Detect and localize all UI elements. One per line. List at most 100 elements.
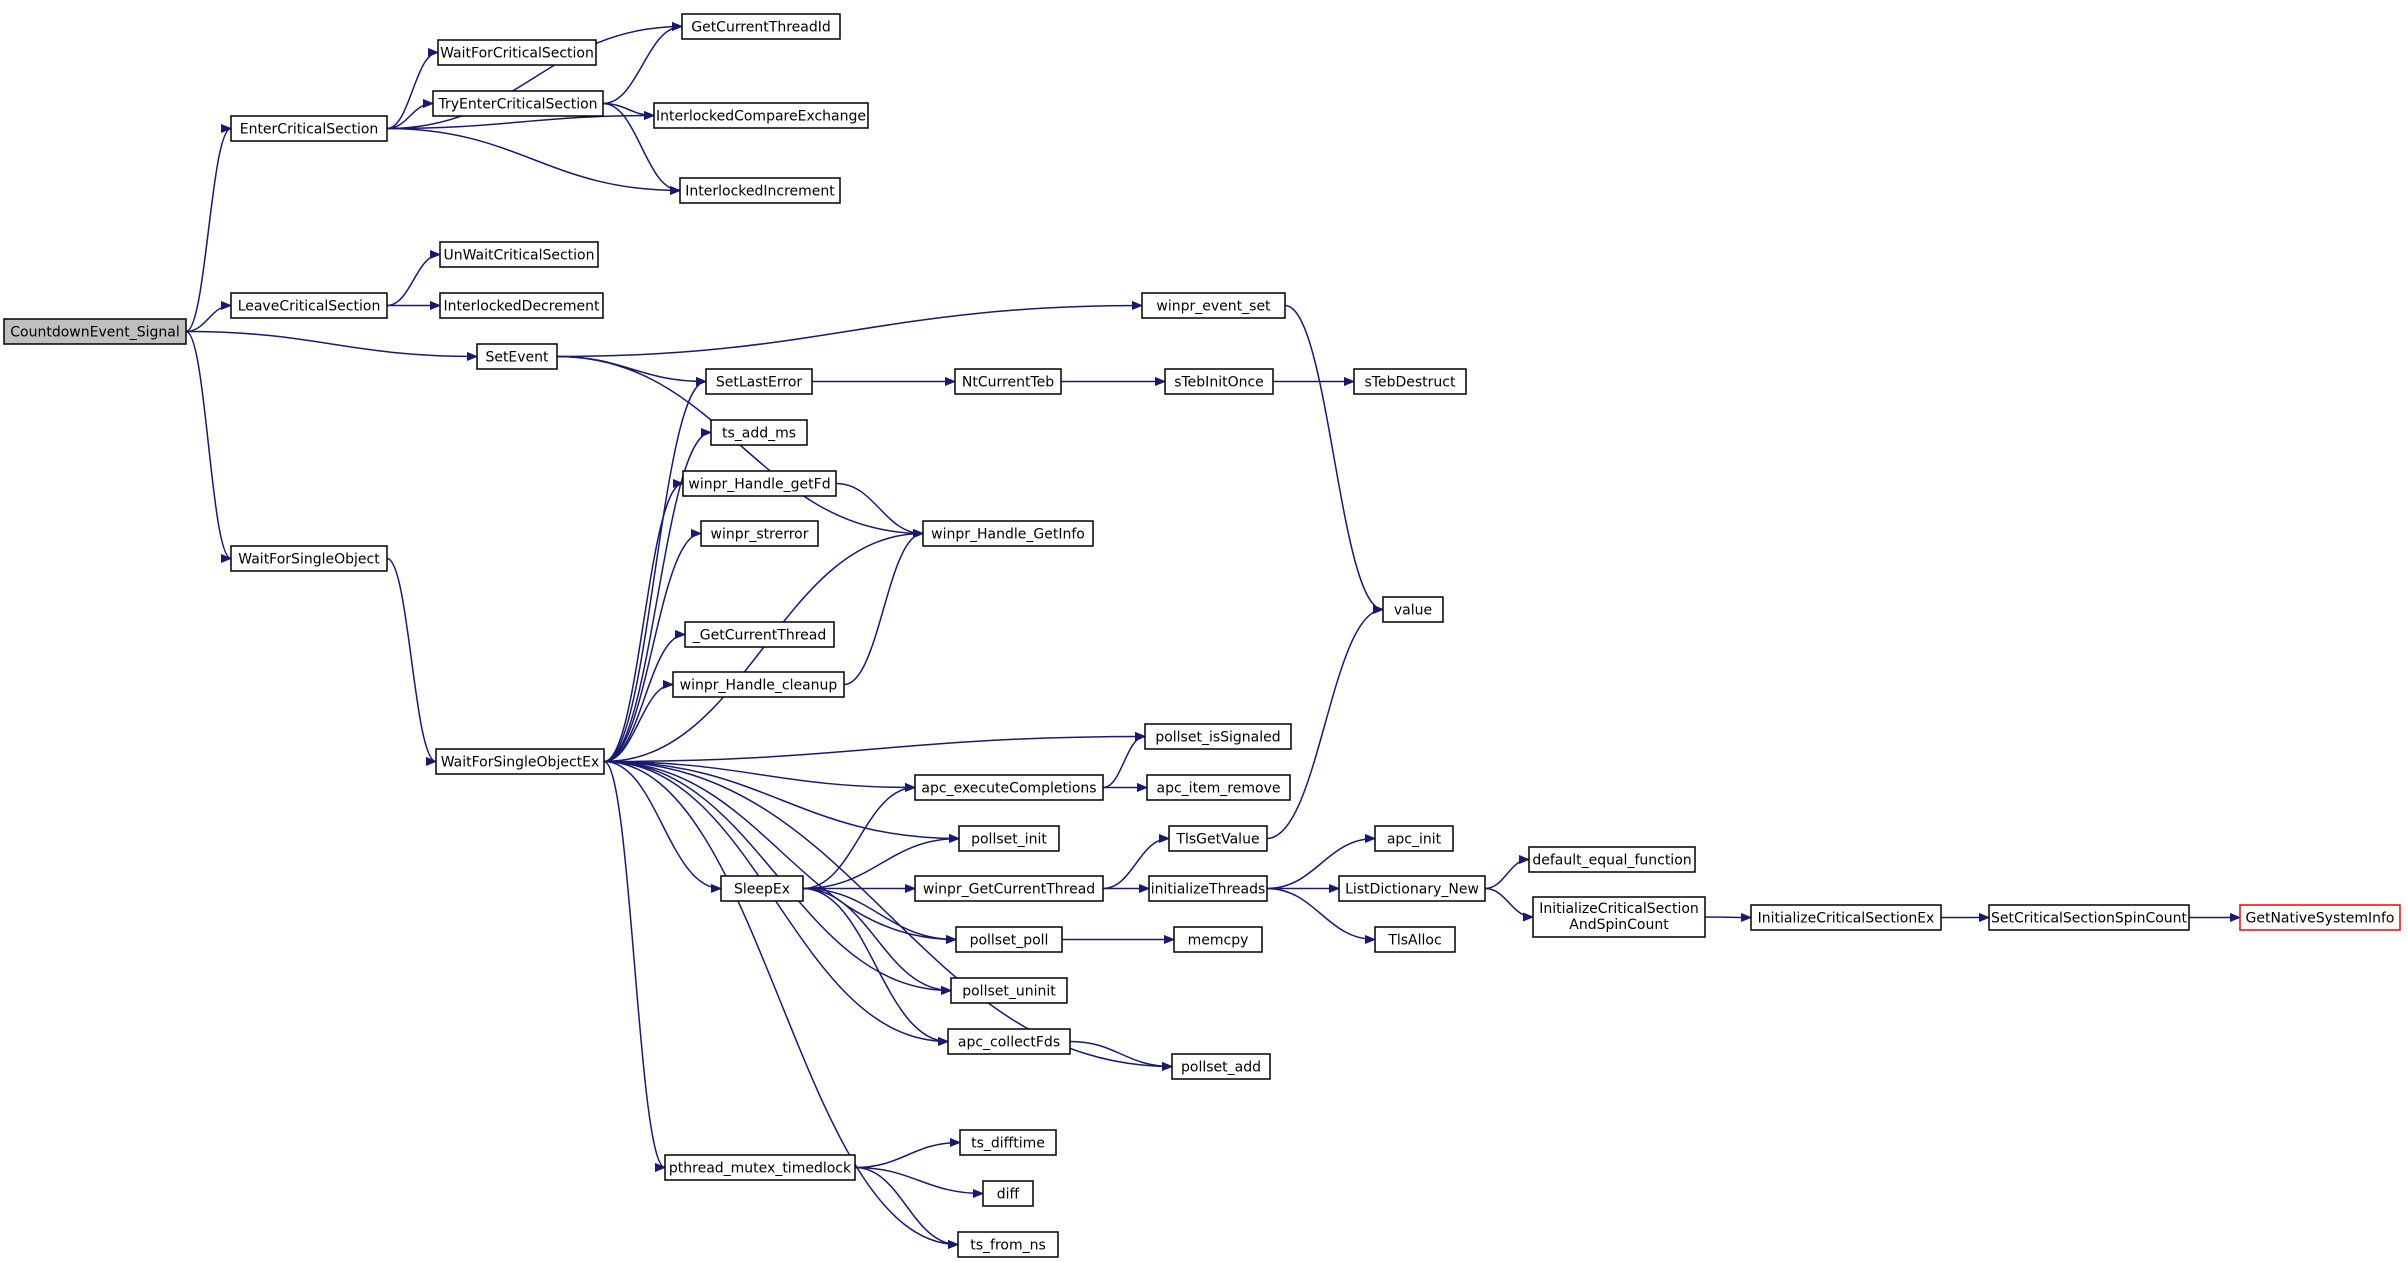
node-enter[interactable]: EnterCriticalSection <box>230 115 388 142</box>
node-box <box>432 90 604 117</box>
node-scssc[interactable]: SetCriticalSectionSpinCount <box>1988 904 2190 931</box>
node-tsfns[interactable]: ts_from_ns <box>957 1231 1059 1258</box>
node-box <box>1141 292 1286 319</box>
edge-wfsoex-to-sle <box>603 382 707 763</box>
edge-ptml-to-tsfns <box>854 1166 958 1245</box>
node-stbd[interactable]: sTebDestruct <box>1353 368 1467 395</box>
node-box <box>664 1154 856 1181</box>
node-value[interactable]: value <box>1382 596 1444 623</box>
node-uwcs[interactable]: UnWaitCriticalSection <box>439 241 599 268</box>
node-box <box>1382 596 1444 623</box>
nodes-layer: CountdownEvent_Signal EnterCriticalSectio… <box>3 13 2401 1258</box>
node-wes[interactable]: winpr_event_set <box>1141 292 1286 319</box>
node-box <box>672 671 845 698</box>
node-strerr[interactable]: winpr_strerror <box>700 520 819 547</box>
node-label: winpr_event_set <box>1156 299 1271 315</box>
node-label: NtCurrentTeb <box>962 375 1054 391</box>
node-box <box>439 292 604 319</box>
edge-hcl-to-hgi <box>843 534 924 686</box>
edge-line <box>802 788 915 890</box>
edge-wfsoex-to-pspoll <box>603 760 956 940</box>
node-tlsalloc[interactable]: TlsAlloc <box>1374 926 1456 953</box>
node-psinit[interactable]: pollset_init <box>958 825 1060 852</box>
node-label: ts_difftime <box>971 1136 1045 1152</box>
node-ice[interactable]: InterlockedCompareExchange <box>653 102 869 129</box>
node-initth[interactable]: initializeThreads <box>1148 875 1268 902</box>
node-label: value <box>1394 603 1432 619</box>
edge-line <box>802 887 948 1042</box>
node-label: TlsAlloc <box>1387 933 1441 949</box>
node-label: diff <box>997 1187 1020 1203</box>
node-sle[interactable]: SetLastError <box>705 368 813 395</box>
node-tsdiff[interactable]: ts_difftime <box>959 1129 1057 1156</box>
node-box <box>682 470 837 497</box>
node-gnsi[interactable]: GetNativeSystemInfo <box>2239 904 2401 931</box>
node-box <box>959 1129 1057 1156</box>
node-wfsoex[interactable]: WaitForSingleObjectEx <box>435 748 605 775</box>
node-apccfd[interactable]: apc_collectFds <box>947 1028 1071 1055</box>
edge-tlsget-to-value <box>1266 610 1383 840</box>
node-apcinit[interactable]: apc_init <box>1374 825 1454 852</box>
node-box <box>439 241 599 268</box>
node-setevent[interactable]: SetEvent <box>476 343 558 370</box>
node-label: InitializeCriticalSectionEx <box>1758 911 1935 927</box>
node-label: WaitForSingleObjectEx <box>441 755 600 771</box>
node-countdown[interactable]: CountdownEvent_Signal <box>3 318 187 345</box>
edge-line <box>386 557 437 762</box>
node-icsex[interactable]: InitializeCriticalSectionEx <box>1750 904 1942 931</box>
node-box <box>947 1028 1071 1055</box>
node-box <box>955 926 1063 953</box>
node-apcrm[interactable]: apc_item_remove <box>1146 774 1291 801</box>
edge-apcex-to-psig <box>1102 737 1146 789</box>
node-sleepex[interactable]: SleepEx <box>720 875 804 902</box>
node-wfcs[interactable]: WaitForCriticalSection <box>437 39 597 66</box>
node-wgct[interactable]: winpr_GetCurrentThread <box>914 875 1104 902</box>
node-label: TryEnterCriticalSection <box>437 97 597 113</box>
node-stio[interactable]: sTebInitOnce <box>1164 368 1274 395</box>
edge-line <box>603 433 712 763</box>
node-ptml[interactable]: pthread_mutex_timedlock <box>664 1154 856 1181</box>
node-apcex[interactable]: apc_executeCompletions <box>914 774 1104 801</box>
node-leave[interactable]: LeaveCriticalSection <box>230 292 388 319</box>
node-label: SetLastError <box>716 375 803 391</box>
node-memcpy[interactable]: memcpy <box>1173 926 1263 953</box>
edge-countdown-to-leave <box>185 306 232 333</box>
node-box <box>1164 368 1274 395</box>
edge-wgct-to-tlsget <box>1102 839 1170 890</box>
node-gct[interactable]: _GetCurrentThread <box>684 621 835 648</box>
node-iinc[interactable]: InterlockedIncrement <box>679 177 841 204</box>
node-box <box>1171 1053 1271 1080</box>
node-tlsget[interactable]: TlsGetValue <box>1168 825 1268 852</box>
node-box <box>914 875 1104 902</box>
node-gcti[interactable]: GetCurrentThreadId <box>681 13 841 40</box>
node-hgfd[interactable]: winpr_Handle_getFd <box>682 470 837 497</box>
edge-wfsoex-to-sleepex <box>603 760 721 889</box>
edge-sleepex-to-pspoll <box>802 887 956 940</box>
node-psuninit[interactable]: pollset_uninit <box>950 977 1068 1004</box>
edge-enter-to-ice <box>386 116 654 130</box>
edge-enter-to-iinc <box>386 127 680 191</box>
edge-wfso-to-wfsoex <box>386 557 437 762</box>
node-hcl[interactable]: winpr_Handle_cleanup <box>672 671 845 698</box>
node-label: pthread_mutex_timedlock <box>669 1161 852 1177</box>
node-tecs[interactable]: TryEnterCriticalSection <box>432 90 604 117</box>
node-ldnew[interactable]: ListDictionary_New <box>1338 875 1486 902</box>
node-diff[interactable]: diff <box>982 1180 1034 1207</box>
node-hgi[interactable]: winpr_Handle_GetInfo <box>922 520 1094 547</box>
edge-setevent-to-wes <box>556 306 1142 358</box>
edge-sleepex-to-apcex <box>802 788 915 890</box>
node-idec[interactable]: InterlockedDecrement <box>439 292 604 319</box>
node-deq[interactable]: default_equal_function <box>1528 846 1696 873</box>
node-tsadd[interactable]: ts_add_ms <box>710 419 808 446</box>
node-psadd[interactable]: pollset_add <box>1171 1053 1271 1080</box>
edge-enter-to-gcti <box>386 27 682 130</box>
edge-line <box>386 127 680 191</box>
node-ntct[interactable]: NtCurrentTeb <box>954 368 1062 395</box>
node-label: SleepEx <box>734 882 790 898</box>
node-psig[interactable]: pollset_isSignaled <box>1144 723 1292 750</box>
node-pspoll[interactable]: pollset_poll <box>955 926 1063 953</box>
node-label: apc_init <box>1387 832 1442 848</box>
node-wfso[interactable]: WaitForSingleObject <box>230 545 388 572</box>
